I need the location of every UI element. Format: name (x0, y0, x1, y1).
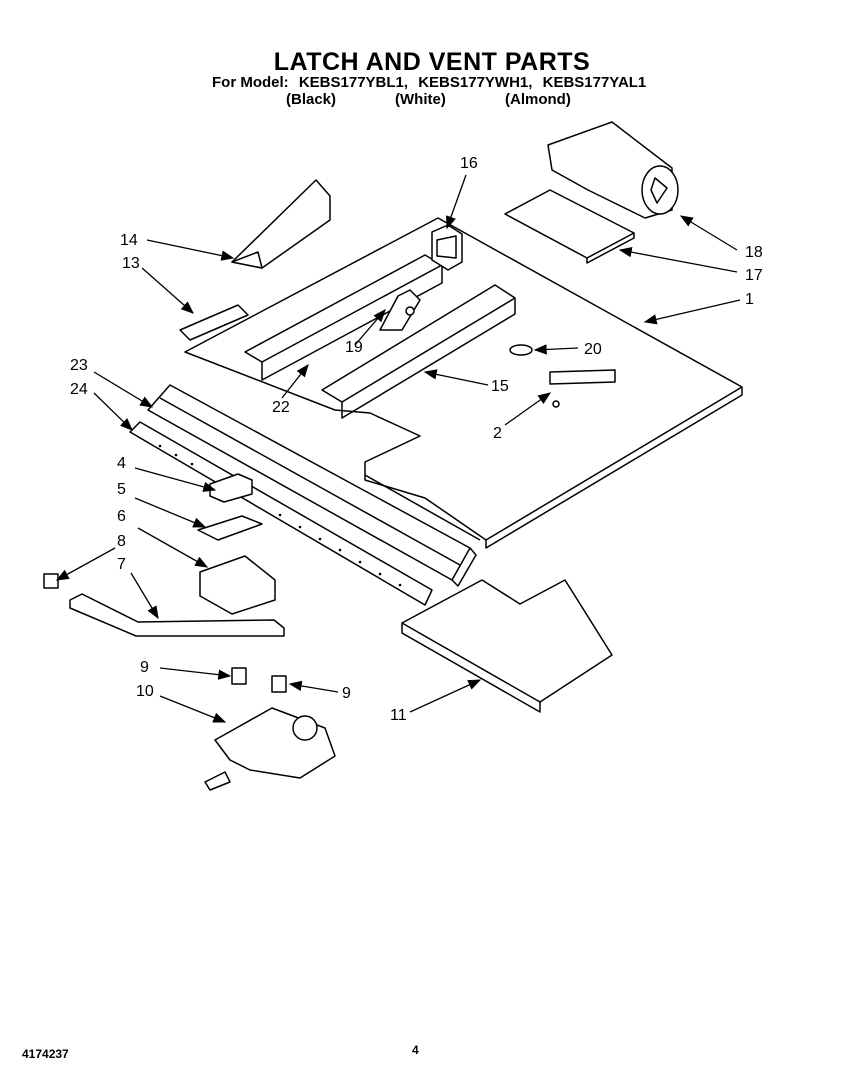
callout-11: 11 (390, 707, 407, 724)
color-almond: (Almond) (505, 91, 571, 108)
insulator (197, 515, 263, 541)
color-white: (White) (395, 91, 446, 108)
callout-9-left: 9 (140, 659, 149, 676)
model-line: For Model: KEBS177YBL1, KEBS177YWH1, KEB… (212, 74, 652, 91)
callout-17: 17 (745, 267, 763, 284)
top-panel (184, 217, 743, 541)
callout-4: 4 (117, 455, 126, 472)
page-title: LATCH AND VENT PARTS (273, 48, 591, 76)
model-almond: KEBS177YAL1 (542, 74, 647, 91)
callout-1: 1 (745, 291, 754, 308)
spacer-left (231, 667, 247, 685)
terminal-block (549, 369, 616, 385)
color-black: (Black) (286, 91, 337, 108)
damper (231, 179, 331, 269)
callout-16: 16 (460, 155, 478, 172)
callout-22: 22 (272, 399, 290, 416)
callout-10: 10 (136, 683, 154, 700)
latch-rail (129, 421, 433, 606)
callout-20: 20 (584, 341, 602, 358)
callout-15: 15 (491, 378, 509, 395)
document-number: 4174237 (22, 1047, 69, 1061)
switch (209, 473, 253, 503)
clip (179, 304, 249, 341)
latch-knob (43, 573, 59, 589)
callout-9-right: 9 (342, 685, 351, 702)
callout-8: 8 (117, 533, 126, 550)
callout-13: 13 (122, 255, 140, 272)
model-black: KEBS177YBL1, (298, 74, 409, 91)
callout-23: 23 (70, 357, 88, 374)
callout-2: 2 (493, 425, 502, 442)
callout-24: 24 (70, 381, 88, 398)
latch-housing (199, 555, 276, 615)
callout-14: 14 (120, 232, 138, 249)
page-number: 4 (412, 1043, 419, 1057)
callout-7: 7 (117, 556, 126, 573)
latch-link (69, 593, 285, 637)
for-model-label: For Model: (212, 74, 289, 91)
door-panel (401, 579, 613, 703)
spacer-right (271, 675, 287, 693)
callout-19: 19 (345, 339, 363, 356)
latch-base (214, 707, 336, 779)
callout-5: 5 (117, 481, 126, 498)
bracket (509, 344, 533, 356)
model-white: KEBS177YWH1, (418, 74, 533, 91)
callout-6: 6 (117, 508, 126, 525)
callout-18: 18 (745, 244, 763, 261)
